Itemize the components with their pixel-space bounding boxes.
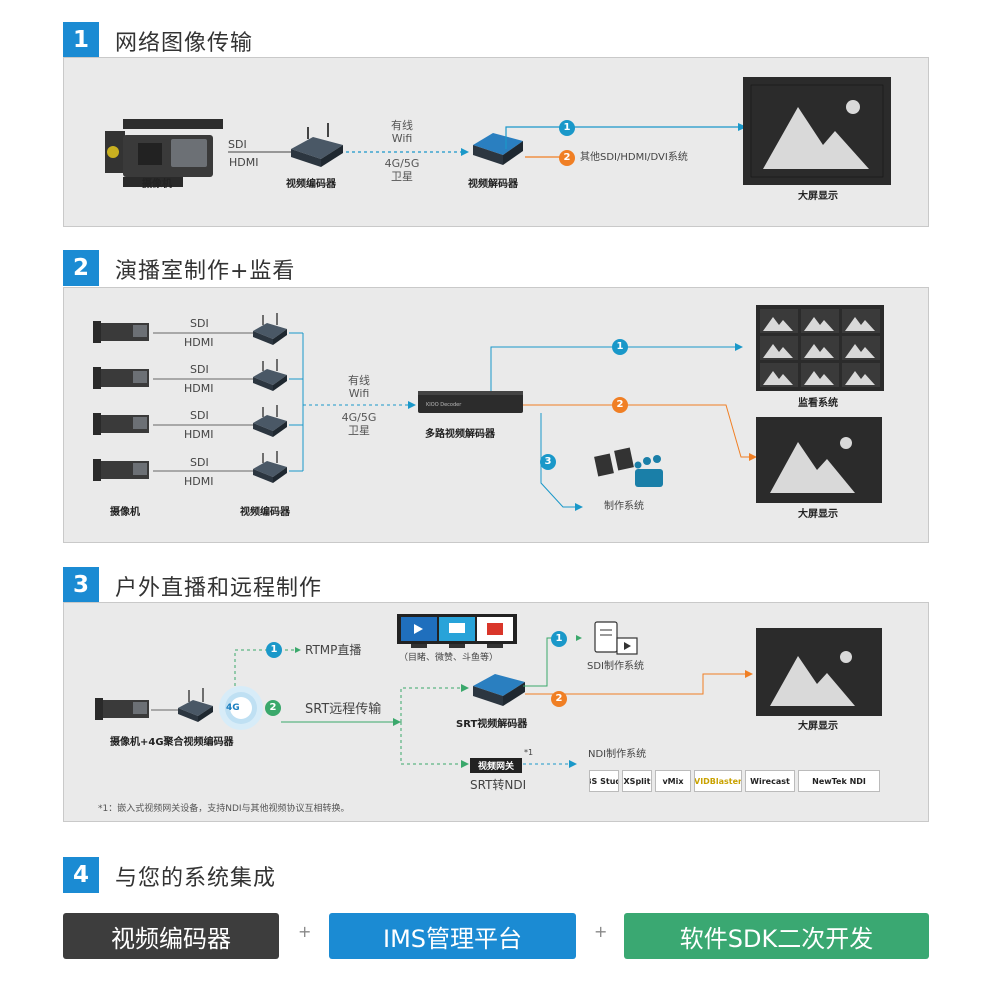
ims-platform-pill[interactable]: IMS管理平台	[329, 913, 576, 959]
camera-label: 摄像机	[110, 507, 140, 518]
screen-icon	[743, 77, 891, 185]
network-label: 4G/5G	[341, 411, 377, 424]
ndi-label: NDI制作系统	[588, 749, 647, 760]
path-1-badge: 1	[559, 120, 575, 136]
camera-label: 摄像机	[142, 179, 172, 190]
camera-icon	[95, 698, 149, 720]
wirecast-logo: Wirecast	[745, 770, 795, 792]
4g-label: 4G	[226, 703, 240, 713]
decoder-label: 视频解码器	[468, 179, 518, 190]
section-number: 2	[63, 250, 99, 286]
decoder-brand: KIOO Decoder	[426, 402, 462, 408]
camera-icon	[93, 413, 149, 435]
satellite-label: 卫星	[348, 424, 370, 437]
wired-label: 有线	[348, 374, 370, 387]
vidblaster-logo: VIDBlaster	[694, 770, 742, 792]
sdi-production-icon	[594, 621, 638, 655]
hdmi-label: HDMI	[184, 428, 214, 441]
outdoor-live-diagram	[95, 614, 882, 768]
production-team-icon	[594, 447, 663, 487]
srt-label: SRT远程传输	[305, 702, 382, 717]
xsplit-logo: XSplit	[622, 770, 652, 792]
encoder-icon	[253, 451, 287, 483]
section-number: 4	[63, 857, 99, 893]
screen-label: 大屏显示	[798, 191, 838, 202]
section-title: 与您的系统集成	[115, 866, 277, 891]
encoder-icon	[253, 405, 287, 437]
section-title: 户外直播和远程制作	[115, 576, 323, 601]
camera-icon	[105, 119, 223, 187]
network-transmission-diagram	[105, 77, 891, 187]
srt-badge: 2	[265, 700, 281, 716]
camera-icon	[93, 459, 149, 481]
camera-icon	[93, 321, 149, 343]
hdmi-label: HDMI	[229, 156, 259, 169]
screen-icon	[756, 628, 882, 716]
wired-label: 有线	[391, 119, 413, 132]
other-systems-label: 其他SDI/HDMI/DVI系统	[580, 152, 688, 163]
wifi-label: Wifi	[391, 132, 413, 145]
path-1-badge: 1	[612, 339, 628, 355]
platforms-caption: （目睹、微赞、斗鱼等）	[399, 653, 499, 663]
gateway-footnote-ref: *1	[524, 748, 534, 757]
plus-sign: +	[298, 922, 312, 941]
4g-signal-icon	[219, 686, 263, 730]
hdmi-label: HDMI	[184, 382, 214, 395]
vmix-logo: vMix	[655, 770, 691, 792]
sdi-label: SDI	[190, 363, 209, 376]
sdi-label: SDI	[228, 138, 247, 151]
screen-icon	[756, 417, 882, 503]
encoder-icon	[253, 359, 287, 391]
multi-decoder-icon: KIOO Decoder	[418, 391, 523, 413]
sdi-label: SDI	[190, 317, 209, 330]
rtmp-badge: 1	[266, 642, 282, 658]
screen-label: 大屏显示	[798, 721, 838, 732]
sdi-label: SDI	[190, 456, 209, 469]
srt-decoder-label: SRT视频解码器	[456, 719, 528, 730]
decoder-label: 多路视频解码器	[425, 429, 495, 440]
obs-logo: OBS Studio	[589, 770, 619, 792]
section-number: 3	[63, 567, 99, 603]
sdi-label: SDI	[190, 409, 209, 422]
section-title: 演播室制作+监看	[115, 259, 296, 284]
gateway-label: SRT转NDI	[470, 778, 527, 792]
screen-label: 大屏显示	[798, 509, 838, 520]
path-2-badge: 2	[612, 397, 628, 413]
hdmi-label: HDMI	[184, 475, 214, 488]
camera-icon	[93, 367, 149, 389]
srt-decoder-badge: 2	[551, 691, 567, 707]
camera-label: 摄像机+4G聚合视频编码器	[110, 737, 234, 748]
studio-production-diagram: KIOO Decoder	[93, 305, 884, 511]
sdi-badge: 1	[551, 631, 567, 647]
plus-sign: +	[594, 922, 608, 941]
monitor-label: 监看系统	[798, 398, 838, 409]
satellite-label: 卫星	[391, 170, 413, 183]
path-2-badge: 2	[559, 150, 575, 166]
srt-decoder-icon	[473, 674, 525, 706]
newtek-ndi-logo: NewTek NDI	[798, 770, 880, 792]
decoder-icon	[473, 133, 523, 165]
streaming-platforms-icon	[397, 614, 517, 648]
rtmp-label: RTMP直播	[305, 643, 362, 657]
sdi-production-label: SDI制作系统	[587, 661, 644, 672]
video-encoder-pill[interactable]: 视频编码器	[63, 913, 279, 959]
encoder-label: 视频编码器	[286, 179, 336, 190]
gateway-box: 视频网关	[470, 758, 522, 773]
path-3-badge: 3	[540, 454, 556, 470]
footnote: *1：嵌入式视频网关设备，支持NDI与其他视频协议互相转换。	[98, 804, 350, 814]
encoder-icon	[178, 688, 213, 722]
section-title: 网络图像传输	[115, 31, 254, 56]
hdmi-label: HDMI	[184, 336, 214, 349]
network-label: 4G/5G	[384, 157, 420, 170]
production-label: 制作系统	[604, 501, 644, 512]
wifi-label: Wifi	[348, 387, 370, 400]
section-number: 1	[63, 22, 99, 58]
encoder-icon	[291, 123, 343, 167]
sdk-development-pill[interactable]: 软件SDK二次开发	[624, 913, 929, 959]
encoder-label: 视频编码器	[240, 507, 290, 518]
encoder-icon	[253, 313, 287, 345]
monitor-wall-icon	[756, 305, 884, 391]
